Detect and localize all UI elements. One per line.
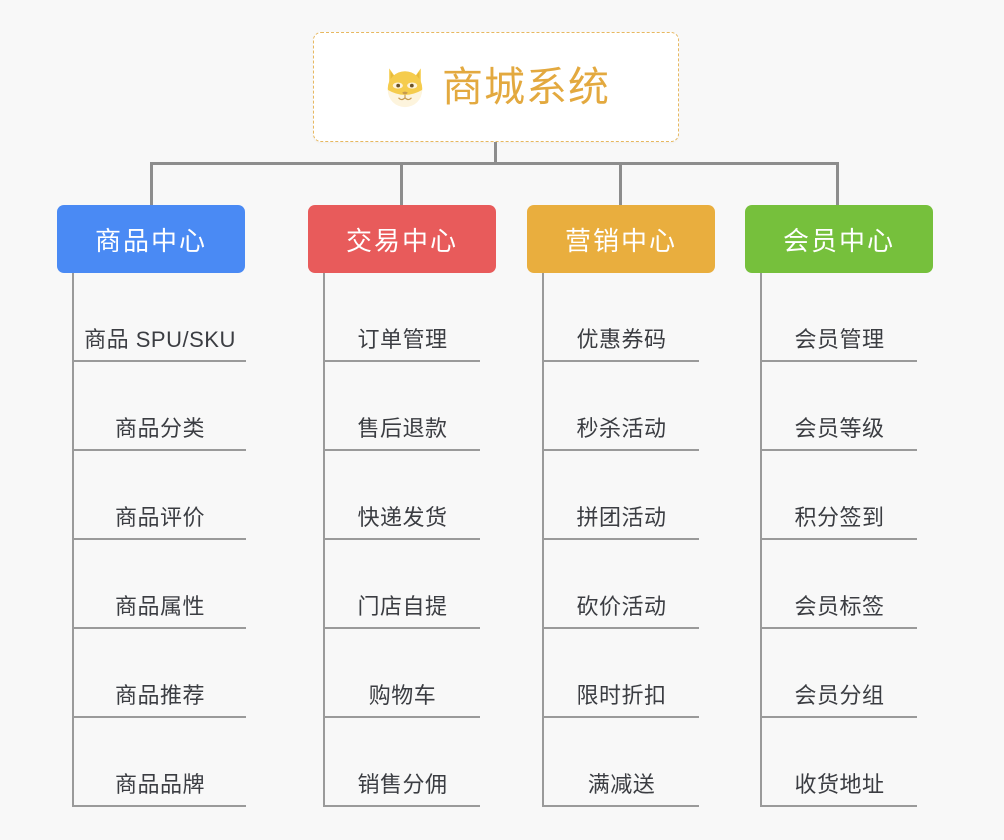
leaf-item-label: 商品 SPU/SKU [84, 327, 236, 352]
leaf-item[interactable]: 会员分组 [762, 629, 917, 718]
leaf-item-label: 商品属性 [114, 594, 205, 619]
leaf-item-label: 收货地址 [794, 772, 885, 797]
leaf-list-1: 商品 SPU/SKU 商品分类 商品评价 商品属性 商品推荐 商品品牌 [72, 273, 246, 807]
branch-header-label: 交易中心 [345, 225, 458, 256]
leaf-item[interactable]: 会员标签 [762, 540, 917, 629]
connector-root-stem [494, 142, 497, 164]
leaf-item[interactable]: 砍价活动 [544, 540, 699, 629]
leaf-item-label: 优惠券码 [576, 327, 667, 352]
leaf-item[interactable]: 秒杀活动 [544, 362, 699, 451]
branch-header-1[interactable]: 商品中心 [57, 205, 245, 273]
connector-drop-1 [150, 162, 153, 205]
leaf-item-label: 销售分佣 [357, 772, 448, 797]
branch-column-3: 营销中心 优惠券码 秒杀活动 拼团活动 砍价活动 限时折扣 满减送 [527, 205, 715, 807]
leaf-item[interactable]: 收货地址 [762, 718, 917, 807]
leaf-item-label: 会员管理 [794, 327, 885, 352]
branch-column-4: 会员中心 会员管理 会员等级 积分签到 会员标签 会员分组 收货地址 [745, 205, 933, 807]
leaf-item-label: 限时折扣 [576, 683, 667, 708]
leaf-item[interactable]: 满减送 [544, 718, 699, 807]
leaf-item-label: 购物车 [368, 683, 437, 708]
leaf-item-label: 会员标签 [794, 594, 885, 619]
branch-header-label: 商品中心 [94, 225, 207, 256]
connector-horizontal-bus [150, 162, 838, 165]
leaf-item-label: 会员等级 [794, 416, 885, 441]
leaf-item-label: 商品分类 [114, 416, 205, 441]
leaf-item[interactable]: 商品 SPU/SKU [74, 273, 246, 362]
leaf-item-label: 积分签到 [794, 505, 885, 530]
branch-header-3[interactable]: 营销中心 [527, 205, 715, 273]
leaf-item[interactable]: 商品分类 [74, 362, 246, 451]
branch-header-2[interactable]: 交易中心 [308, 205, 496, 273]
leaf-item[interactable]: 快递发货 [325, 451, 480, 540]
branch-column-2: 交易中心 订单管理 售后退款 快递发货 门店自提 购物车 销售分佣 [308, 205, 496, 807]
leaf-item-label: 商品品牌 [114, 772, 205, 797]
leaf-item[interactable]: 优惠券码 [544, 273, 699, 362]
branch-header-4[interactable]: 会员中心 [745, 205, 933, 273]
leaf-item-label: 订单管理 [357, 327, 448, 352]
leaf-item-label: 门店自提 [357, 594, 448, 619]
leaf-item-label: 秒杀活动 [576, 416, 667, 441]
leaf-item-label: 砍价活动 [576, 594, 667, 619]
leaf-item[interactable]: 售后退款 [325, 362, 480, 451]
connector-drop-4 [836, 162, 839, 205]
leaf-item-label: 会员分组 [794, 683, 885, 708]
leaf-item[interactable]: 积分签到 [762, 451, 917, 540]
leaf-item[interactable]: 门店自提 [325, 540, 480, 629]
leaf-item[interactable]: 订单管理 [325, 273, 480, 362]
leaf-item[interactable]: 销售分佣 [325, 718, 480, 807]
leaf-list-2: 订单管理 售后退款 快递发货 门店自提 购物车 销售分佣 [323, 273, 496, 807]
connector-drop-2 [400, 162, 403, 205]
connector-drop-3 [619, 162, 622, 205]
root-label: 商城系统 [442, 63, 610, 110]
leaf-item-label: 拼团活动 [576, 505, 667, 530]
leaf-item[interactable]: 商品评价 [74, 451, 246, 540]
branch-header-label: 营销中心 [564, 225, 677, 256]
leaf-item[interactable]: 商品属性 [74, 540, 246, 629]
leaf-item[interactable]: 限时折扣 [544, 629, 699, 718]
root-node[interactable]: 商城系统 [313, 32, 679, 142]
leaf-item-label: 快递发货 [357, 505, 448, 530]
leaf-list-4: 会员管理 会员等级 积分签到 会员标签 会员分组 收货地址 [760, 273, 933, 807]
leaf-item-label: 满减送 [587, 772, 656, 797]
leaf-item-label: 商品推荐 [114, 683, 205, 708]
leaf-item-label: 商品评价 [114, 505, 205, 530]
leaf-list-3: 优惠券码 秒杀活动 拼团活动 砍价活动 限时折扣 满减送 [542, 273, 715, 807]
leaf-item[interactable]: 购物车 [325, 629, 480, 718]
shiba-dog-face-icon [387, 68, 423, 108]
leaf-item[interactable]: 会员管理 [762, 273, 917, 362]
branch-header-label: 会员中心 [782, 225, 895, 256]
branch-column-1: 商品中心 商品 SPU/SKU 商品分类 商品评价 商品属性 商品推荐 商品品牌 [57, 205, 246, 807]
leaf-item-label: 售后退款 [357, 416, 448, 441]
leaf-item[interactable]: 商品品牌 [74, 718, 246, 807]
leaf-item[interactable]: 商品推荐 [74, 629, 246, 718]
leaf-item[interactable]: 拼团活动 [544, 451, 699, 540]
leaf-item[interactable]: 会员等级 [762, 362, 917, 451]
